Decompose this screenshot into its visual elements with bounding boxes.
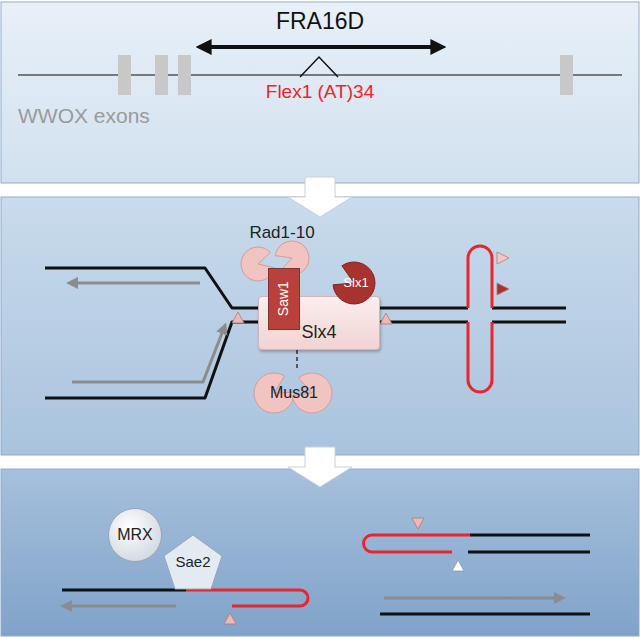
- product-left: [62, 589, 186, 592]
- product-left: [66, 605, 176, 608]
- product-left: [224, 613, 236, 624]
- node-label: Slx1: [337, 276, 368, 290]
- panel-bands: [1, 197, 639, 455]
- protein-circle: MRX: [108, 508, 162, 562]
- product-right: [412, 518, 424, 529]
- nuclease-shape: Slx1: [330, 261, 376, 305]
- protein-pentagon: Sae2: [162, 533, 224, 591]
- gene-locus: [178, 55, 191, 95]
- hairpin-cruciform: [468, 246, 492, 308]
- pentagon-shape: [164, 535, 222, 589]
- cleavage-triangle: [497, 283, 509, 295]
- repeat-label: Flex1 (AT)34: [266, 81, 374, 103]
- node-label: Mus81: [270, 384, 318, 402]
- panel-bands: [1, 2, 639, 183]
- dashed-link: [296, 350, 298, 371]
- replication-fork: [72, 328, 224, 382]
- hairpin-cruciform: [468, 246, 492, 392]
- protein-bar: Saw1: [268, 268, 300, 330]
- replication-fork: [492, 321, 566, 324]
- flow-arrow: [288, 177, 352, 217]
- replication-fork: [72, 282, 200, 285]
- gene-locus: [18, 74, 622, 76]
- product-right: [384, 597, 560, 600]
- site-name: FRA16D: [276, 8, 364, 34]
- gene-locus: [155, 55, 168, 95]
- cleavage-triangle: [232, 312, 244, 323]
- hairpin-cruciform: [468, 322, 492, 392]
- product-right: [470, 534, 590, 537]
- fragile-site-span: [300, 57, 338, 77]
- panel-bands: [1, 469, 639, 636]
- cleavage-triangle: [380, 313, 392, 324]
- node-label: Sae2: [175, 554, 210, 571]
- nuclease-shape: [333, 262, 375, 304]
- product-right: [452, 560, 464, 571]
- nuclease-shape: Mus81: [252, 371, 336, 415]
- node-label: Rad1-10: [249, 224, 314, 243]
- node-label: Saw1: [276, 281, 291, 316]
- node-label: Slx4: [301, 323, 336, 343]
- product-right: [468, 551, 590, 554]
- product-left: [186, 590, 308, 606]
- replication-fork: [492, 307, 566, 310]
- product-right: [364, 518, 591, 614]
- product-right: [380, 613, 590, 616]
- node-label: MRX: [117, 526, 153, 544]
- fragile-site-span: [202, 47, 440, 77]
- flow-arrow: [288, 447, 352, 487]
- fragile-site-span: [202, 45, 440, 49]
- protein-label: Rad1-10: [244, 221, 319, 246]
- gene-locus: [560, 55, 573, 95]
- cleavage-triangle: [497, 252, 509, 264]
- gene-label: WWOX exons: [18, 104, 150, 128]
- product-right: [364, 535, 471, 552]
- gene-locus: [118, 55, 131, 95]
